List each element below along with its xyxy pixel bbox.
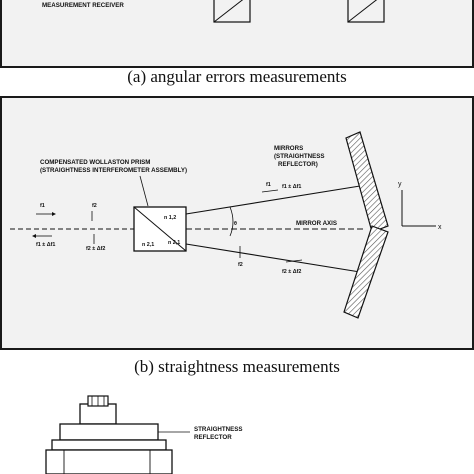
- mirrors-label-line1: MIRRORS: [274, 145, 303, 152]
- lower-mirror: [343, 225, 389, 319]
- mirror-axis-label: MIRROR AXIS: [296, 220, 337, 227]
- f1-df1-left-label: f1 ± Δf1: [36, 242, 55, 248]
- theta-label: θ: [234, 221, 237, 227]
- straightness-reflector-device: [45, 395, 190, 474]
- caption-a: (a) angular errors measurements: [127, 67, 347, 86]
- measurement-receiver-label: MEASUREMENT RECEIVER: [42, 2, 124, 9]
- f1-left-label: f1: [40, 203, 45, 209]
- prism-leader-line: [139, 175, 149, 207]
- lower-beam: [185, 243, 361, 273]
- theta-arc: [229, 206, 234, 237]
- reflector-label-line1: STRAIGHTNESS: [194, 426, 242, 433]
- f2-df2-right-label: f2 ± Δf2: [282, 269, 301, 275]
- optic-block-right: [347, 0, 385, 23]
- f1-right-label: f1: [266, 182, 271, 188]
- panel-angular-errors: [0, 0, 474, 68]
- f2-df2-right-arrow: [285, 259, 303, 263]
- optic-block-left: [213, 0, 251, 23]
- upper-beam: [185, 185, 361, 215]
- coordinate-axes: y x: [398, 181, 442, 231]
- f1-right-arrow: [261, 189, 279, 193]
- n12-label: n 1,2: [164, 215, 176, 221]
- n21b-label: n 2,1: [168, 240, 180, 246]
- prism-label-line2: (STRAIGHTNESS INTERFEROMETER ASSEMBLY): [40, 167, 187, 174]
- f1-left-arrowhead: [52, 212, 56, 216]
- caption-b: (b) straightness measurements: [134, 357, 340, 376]
- f1-df1-right-label: f1 ± Δf1: [282, 184, 301, 190]
- wollaston-prism: n 1,2 n 2,1 n 2,1: [133, 206, 187, 252]
- reflector-label-line2: REFLECTOR: [194, 434, 232, 441]
- axis-x-label: x: [438, 224, 442, 231]
- prism-label-line1: COMPENSATED WOLLASTON PRISM: [40, 159, 150, 166]
- axis-y-label: y: [398, 181, 402, 188]
- mirrors-label-line2: (STRAIGHTNESS: [274, 153, 325, 160]
- mirrors-label-line3: REFLECTOR): [278, 161, 318, 168]
- f2-left-label: f2: [92, 203, 97, 209]
- f1-df1-left-arrowhead: [32, 234, 36, 238]
- f2-right-label: f2: [238, 262, 243, 268]
- f2-df2-left-label: f2 ± Δf2: [86, 246, 105, 252]
- panel-a-drawing: MEASUREMENT RECEIVER: [42, 0, 385, 23]
- n21-label: n 2,1: [142, 242, 154, 248]
- upper-mirror: [345, 131, 389, 233]
- panel-straightness: [0, 96, 474, 350]
